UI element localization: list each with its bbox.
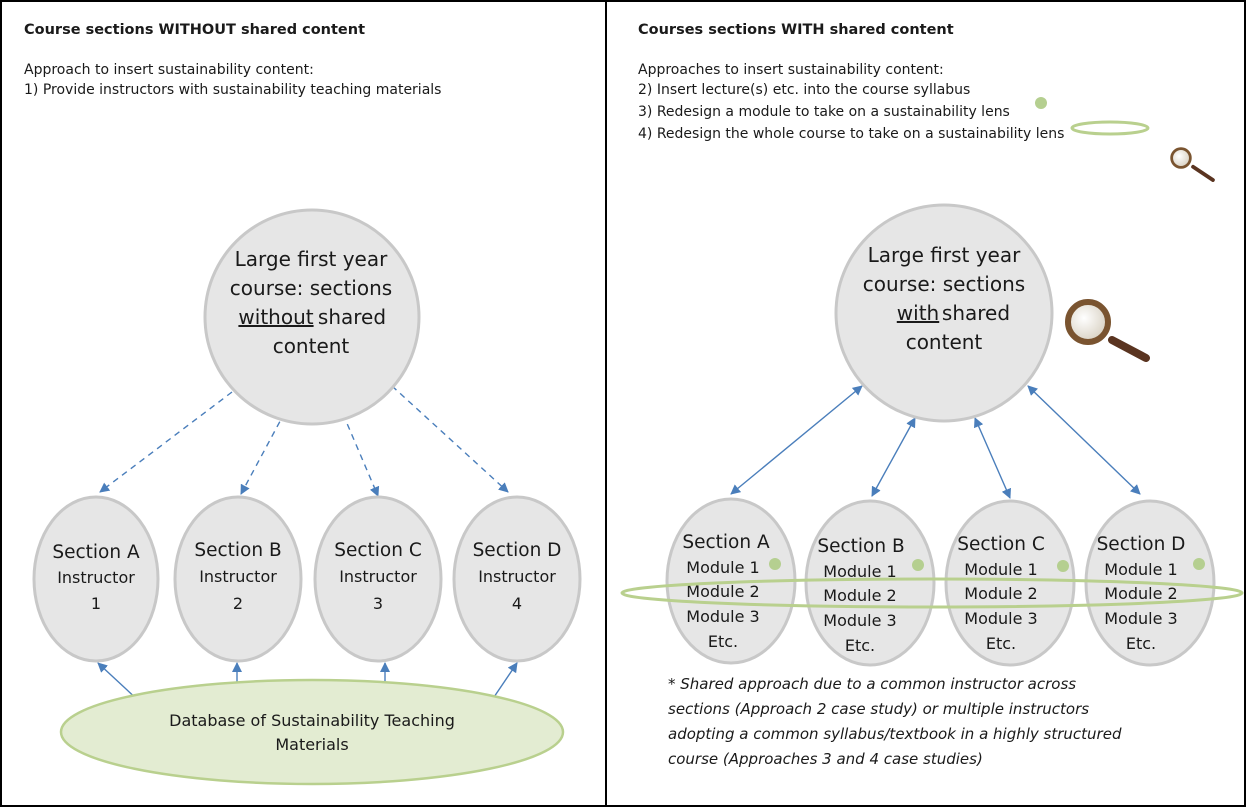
right-hub-line-2: course: sections — [863, 272, 1025, 296]
left-section-b-title: Section B — [194, 540, 281, 561]
left-section-c-instructor: Instructor — [339, 567, 417, 586]
right-section-d-title: Section D — [1097, 534, 1186, 555]
left-hub-line-4: content — [273, 334, 350, 358]
left-approach-1: 1) Provide instructors with sustainabili… — [24, 82, 442, 98]
right-section-d-module-3: Module 3 — [1104, 609, 1177, 628]
right-hub-line-1: Large first year — [868, 243, 1021, 267]
dashed-arrow-a — [99, 391, 233, 493]
right-hub-node: Large first year course: sections with s… — [834, 203, 1054, 423]
left-section-a: Section A Instructor 1 — [32, 495, 160, 663]
green-dot-icon — [1035, 97, 1047, 109]
right-section-b-etc: Etc. — [845, 636, 875, 655]
right-approach-4: 4) Redesign the whole course to take on … — [638, 126, 1065, 142]
database-label-line-2: Materials — [275, 735, 348, 754]
right-panel-header: Courses sections WITH shared content App… — [638, 20, 1238, 146]
left-panel-header: Course sections WITHOUT shared content A… — [24, 20, 594, 100]
right-hub-line-3b: shared — [942, 301, 1010, 325]
right-approach-3: 3) Redesign a module to take on a sustai… — [638, 104, 1010, 120]
green-dot-icon — [912, 559, 924, 571]
right-section-a-etc: Etc. — [708, 632, 738, 651]
right-section-c-etc: Etc. — [986, 634, 1016, 653]
left-section-b-number: 2 — [233, 594, 243, 613]
footnote-line-2: sections (Approach 2 case study) or mult… — [668, 700, 1090, 718]
left-section-d: Section D Instructor 4 — [452, 495, 582, 663]
left-section-a-instructor: Instructor — [57, 568, 135, 587]
right-hub-emphasis: with — [897, 301, 939, 325]
left-hub-line-3b: shared — [318, 305, 386, 329]
right-section-a-module-2: Module 2 — [686, 582, 759, 601]
magnifying-glass-icon — [1170, 147, 1215, 182]
shared-approach-footnote: * Shared approach due to a common instru… — [668, 672, 1238, 772]
right-section-c-title: Section C — [957, 534, 1045, 555]
right-section-b: Section B Module 1 Module 2 Module 3 Etc… — [804, 499, 936, 667]
double-arrow-b — [871, 417, 916, 497]
right-section-c-module-3: Module 3 — [964, 609, 1037, 628]
left-section-d-title: Section D — [473, 540, 562, 561]
left-hub-emphasis: without — [238, 305, 313, 329]
left-section-c-number: 3 — [373, 594, 383, 613]
right-section-b-title: Section B — [817, 536, 904, 557]
magnifying-glass-icon — [1065, 299, 1150, 362]
solid-arrow-db-d — [491, 662, 518, 701]
left-hub-node: Large first year course: sections withou… — [203, 208, 421, 426]
right-section-b-module-3: Module 3 — [823, 611, 896, 630]
right-hub-arrows — [730, 385, 1141, 499]
left-section-b-instructor: Instructor — [199, 567, 277, 586]
right-section-b-module-2: Module 2 — [823, 586, 896, 605]
right-section-d-etc: Etc. — [1126, 634, 1156, 653]
footnote-line-4: course (Approaches 3 and 4 case studies) — [668, 750, 983, 768]
left-panel-title: Course sections WITHOUT shared content — [24, 22, 366, 38]
double-arrow-a — [730, 385, 863, 495]
right-section-c-module-1: Module 1 — [964, 560, 1037, 579]
dashed-arrow-c — [342, 413, 380, 497]
footnote-line-1: * Shared approach due to a common instru… — [668, 675, 1077, 693]
dashed-arrow-d — [391, 385, 509, 493]
right-section-d-module-2: Module 2 — [1104, 584, 1177, 603]
right-section-b-module-1: Module 1 — [823, 562, 896, 581]
left-hub-arrows — [99, 385, 509, 497]
green-ring-icon — [1070, 120, 1150, 136]
double-arrow-c — [974, 417, 1011, 499]
dashed-arrow-b — [240, 411, 286, 495]
database-label-line-1: Database of Sustainability Teaching — [169, 711, 455, 730]
green-dot-icon — [1057, 560, 1069, 572]
double-arrow-d — [1027, 385, 1141, 495]
left-section-c: Section C Instructor 3 — [313, 495, 443, 663]
left-hub-line-2: course: sections — [230, 276, 392, 300]
right-section-c: Section C Module 1 Module 2 Module 3 Etc… — [944, 499, 1076, 667]
right-panel-intro: Approaches to insert sustainability cont… — [638, 62, 944, 78]
left-section-c-title: Section C — [334, 540, 422, 561]
right-panel-title: Courses sections WITH shared content — [638, 22, 954, 38]
green-dot-icon — [1193, 558, 1205, 570]
left-hub-line-1: Large first year — [235, 247, 388, 271]
left-panel-intro: Approach to insert sustainability conten… — [24, 62, 314, 78]
right-section-d-module-1: Module 1 — [1104, 560, 1177, 579]
left-section-a-number: 1 — [91, 594, 101, 613]
right-section-a-title: Section A — [682, 532, 770, 553]
green-ring-icon — [620, 577, 1244, 609]
green-dot-icon — [769, 558, 781, 570]
left-section-b: Section B Instructor 2 — [173, 495, 303, 663]
left-section-a-title: Section A — [52, 542, 140, 563]
left-section-d-number: 4 — [512, 594, 522, 613]
right-section-a-module-3: Module 3 — [686, 607, 759, 626]
database-node: Database of Sustainability Teaching Mate… — [59, 678, 565, 786]
right-hub-line-4: content — [906, 330, 983, 354]
right-approach-2: 2) Insert lecture(s) etc. into the cours… — [638, 82, 971, 98]
footnote-line-3: adopting a common syllabus/textbook in a… — [668, 725, 1122, 743]
right-section-a-module-1: Module 1 — [686, 558, 759, 577]
left-section-d-instructor: Instructor — [478, 567, 556, 586]
right-section-c-module-2: Module 2 — [964, 584, 1037, 603]
